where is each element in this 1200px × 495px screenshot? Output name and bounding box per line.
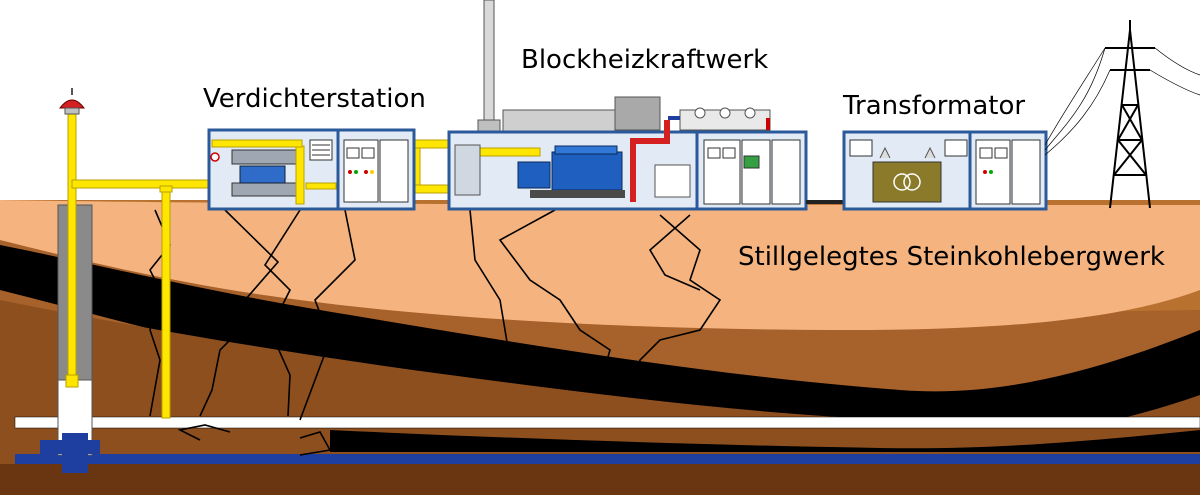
label-coal-mine: Stillgelegtes Steinkohlebergwerk: [738, 242, 1165, 272]
mine-shaft: [40, 104, 100, 473]
chp-plant-container: [447, 0, 808, 211]
power-cable: [806, 200, 846, 204]
label-compressor-station: Verdichterstation: [203, 84, 426, 114]
coal-seam-lower: [330, 430, 1200, 452]
compressor-station-container: [207, 128, 416, 211]
rock-fractures: [149, 209, 722, 456]
gas-flare-icon: [58, 88, 86, 115]
gas-pipes: [71, 139, 453, 419]
ground-layers: [0, 200, 1200, 495]
label-transformer: Transformator: [843, 91, 1026, 121]
mine-gallery: [14, 416, 1200, 429]
topsoil-layer: [0, 200, 1200, 330]
transmission-tower-icon: [1044, 20, 1200, 209]
mine-water: [15, 454, 1200, 464]
bottom-rock: [0, 464, 1200, 495]
transformer-container: [842, 130, 1048, 211]
label-chp-plant: Blockheizkraftwerk: [521, 45, 769, 75]
coal-seam: [0, 245, 1200, 441]
